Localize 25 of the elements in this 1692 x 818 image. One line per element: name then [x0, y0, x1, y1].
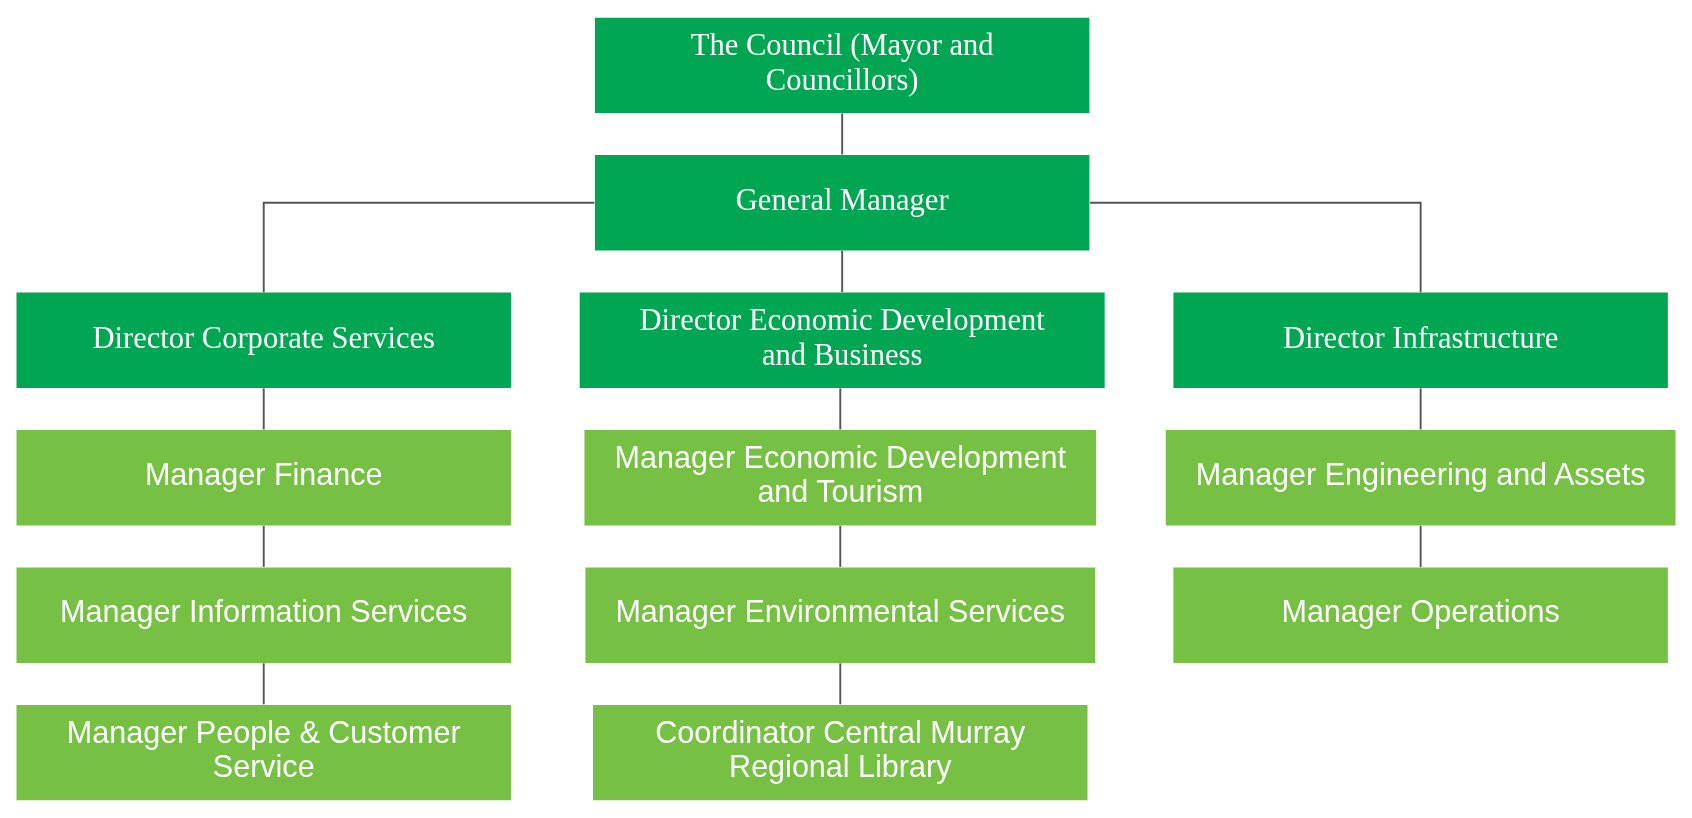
node-box: Manager Economic Development and Tourism [584, 430, 1097, 526]
connector [262, 524, 265, 568]
connector [1419, 524, 1422, 568]
node-box: Manager Information Services [16, 567, 511, 663]
node-box: Manager People & Customer Service [16, 704, 511, 801]
connector [839, 662, 842, 706]
connector [841, 249, 844, 293]
node-box: Manager Finance [16, 430, 511, 526]
node-box: Director Infrastructure [1173, 292, 1668, 388]
connector [1089, 201, 1422, 294]
connector [262, 387, 265, 431]
node-box: Manager Engineering and Assets [1165, 430, 1676, 526]
connector [839, 387, 842, 431]
node-box: The Council (Mayor and Councillors) [594, 17, 1090, 114]
node-box: Manager Operations [1173, 567, 1668, 663]
connector [262, 201, 596, 294]
connector [841, 112, 844, 156]
connector [839, 524, 842, 568]
node-box: Manager Environmental Services [585, 567, 1096, 663]
node-box: Director Corporate Services [16, 292, 511, 388]
node-box: Coordinator Central Murray Regional Library [593, 704, 1088, 801]
connector [262, 662, 265, 706]
node-box: General Manager [594, 155, 1090, 251]
node-box: Director Economic Development and Business [579, 292, 1105, 388]
connector [1419, 387, 1422, 431]
